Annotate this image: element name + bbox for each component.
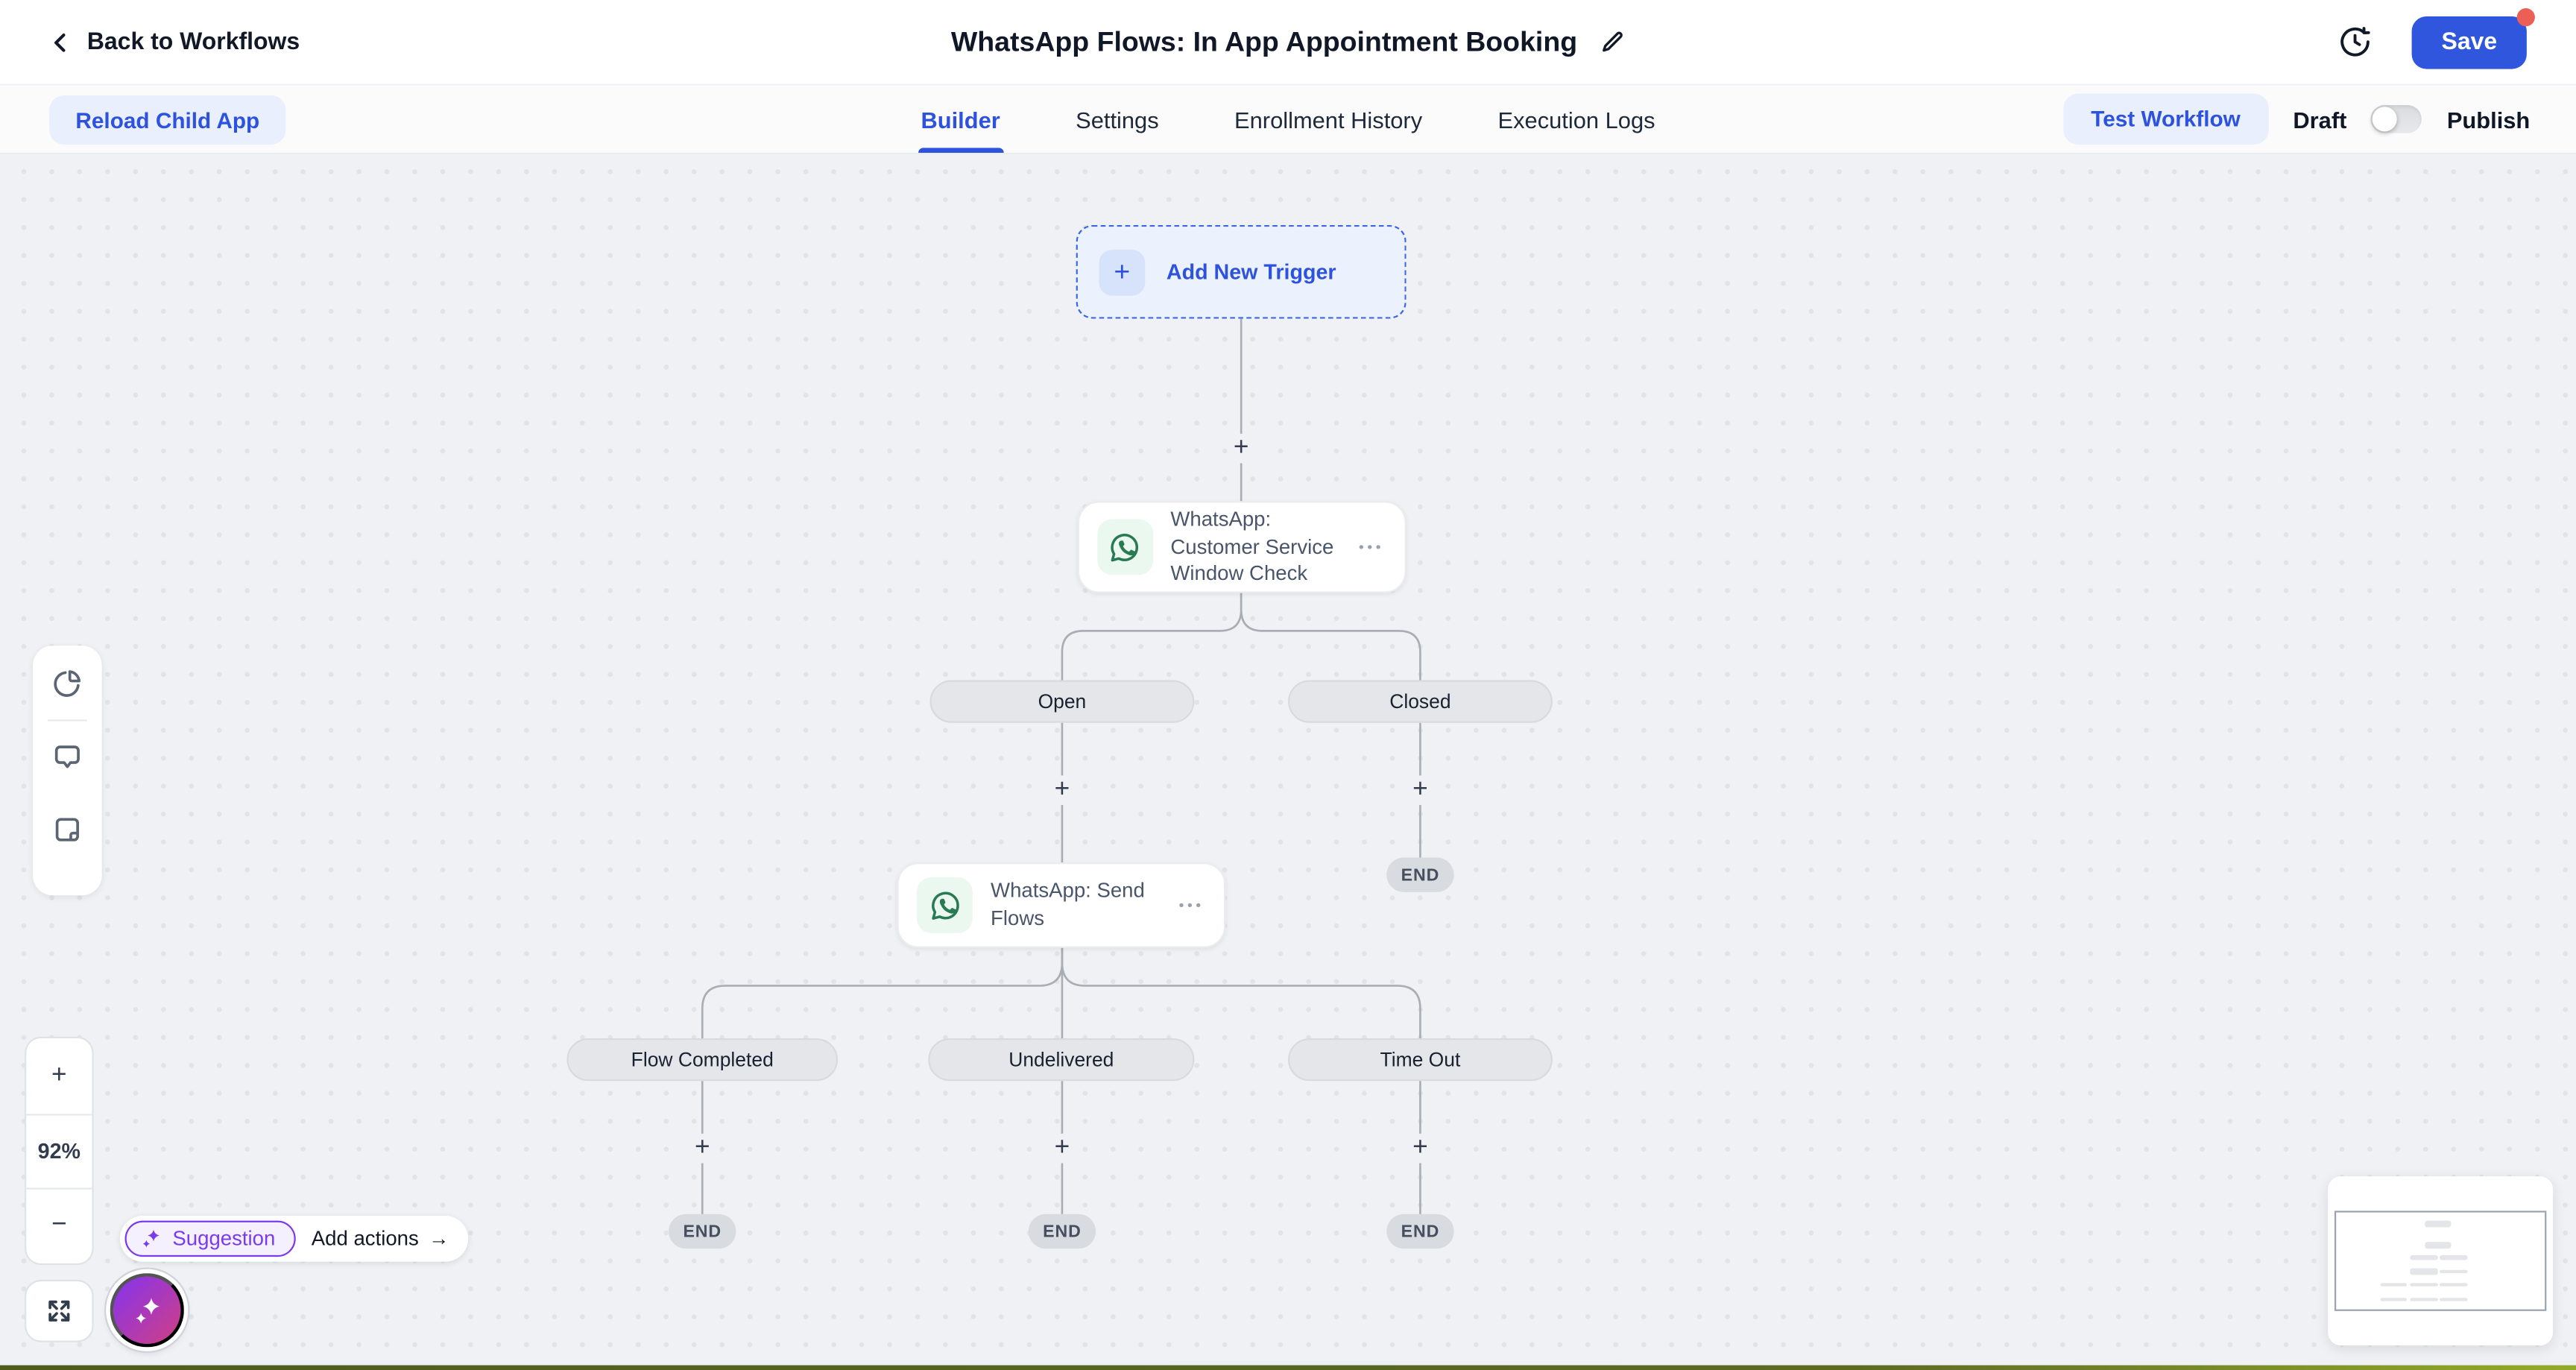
end-node: END (669, 1213, 736, 1249)
minimap-viewport[interactable] (2334, 1210, 2547, 1311)
add-step-button[interactable]: + (1047, 775, 1077, 805)
sticky-note-icon[interactable] (51, 813, 83, 846)
publish-label: Publish (2446, 106, 2531, 133)
title-bar: Back to Workflows WhatsApp Flows: In App… (0, 0, 2576, 86)
arrow-right-icon: → (429, 1227, 449, 1251)
title-bar-actions: Save (2338, 7, 2535, 69)
minimap-node (2410, 1267, 2438, 1275)
zoom-out-button[interactable]: − (26, 1187, 92, 1263)
edit-title-icon[interactable] (1600, 30, 1625, 54)
node-whatsapp-service-window-check[interactable]: WhatsApp: Customer Service Window Check … (1076, 501, 1406, 593)
minimap-node (2425, 1241, 2452, 1249)
end-node: END (1386, 857, 1454, 892)
minimap-node (2440, 1297, 2468, 1301)
zoom-level-indicator: 92% (26, 1113, 92, 1188)
tab-enrollment-history[interactable]: Enrollment History (1231, 86, 1426, 153)
zoom-controls: + 92% − (25, 1036, 94, 1265)
toggle-knob (2373, 107, 2398, 132)
end-node: END (1028, 1213, 1096, 1249)
sparkles-icon (130, 1294, 163, 1327)
secondary-toolbar: Reload Child App Builder Settings Enroll… (0, 85, 2576, 155)
screen-edge-strip (0, 1365, 2576, 1370)
chevron-left-icon (49, 31, 72, 54)
minimap-node (2440, 1282, 2468, 1287)
minimap[interactable] (2328, 1176, 2554, 1346)
tab-settings[interactable]: Settings (1073, 86, 1162, 153)
title-group: WhatsApp Flows: In App Appointment Booki… (0, 25, 2576, 58)
tab-builder[interactable]: Builder (918, 86, 1004, 153)
end-node: END (1386, 1213, 1454, 1249)
node-menu-icon[interactable]: ••• (1358, 538, 1384, 555)
add-step-button[interactable]: + (1226, 433, 1257, 464)
draft-label: Draft (2293, 106, 2347, 133)
suggestion-chip[interactable]: Suggestion (124, 1220, 295, 1257)
whatsapp-icon (1096, 519, 1153, 575)
node-menu-icon[interactable]: ••• (1178, 897, 1205, 914)
back-label: Back to Workflows (86, 28, 300, 55)
publish-controls: Test Workflow Draft Publish (2062, 86, 2531, 153)
version-history-icon[interactable] (2338, 25, 2373, 59)
ai-suggestion-bar: Suggestion Add actions → (119, 1216, 470, 1262)
add-step-button[interactable]: + (687, 1133, 718, 1164)
trigger-label: Add New Trigger (1166, 259, 1336, 285)
active-tab-underline (918, 148, 1004, 153)
minimap-node (2380, 1297, 2407, 1301)
ai-assistant-fab[interactable] (110, 1273, 184, 1348)
branch-pill-closed: Closed (1287, 680, 1553, 723)
minimap-node (2410, 1282, 2438, 1287)
publish-toggle[interactable] (2371, 105, 2422, 133)
add-actions-button[interactable]: Add actions → (311, 1227, 449, 1251)
suggestion-label: Suggestion (172, 1227, 276, 1251)
test-workflow-button[interactable]: Test Workflow (2062, 93, 2269, 145)
comment-icon[interactable] (51, 741, 83, 774)
save-label: Save (2441, 28, 2498, 55)
fullscreen-icon (45, 1296, 75, 1326)
node-title: WhatsApp: Customer Service Window Check (1170, 507, 1334, 586)
node-whatsapp-send-flows[interactable]: WhatsApp: Send Flows ••• (897, 862, 1226, 948)
minimap-node (2425, 1219, 2452, 1228)
page-title: WhatsApp Flows: In App Appointment Booki… (950, 25, 1578, 57)
connector-lines (701, 318, 1421, 1214)
add-step-button[interactable]: + (1405, 1133, 1436, 1164)
branch-pill-time-out: Time Out (1287, 1038, 1553, 1082)
minimap-node (2440, 1254, 2468, 1260)
branch-pill-undelivered: Undelivered (928, 1038, 1195, 1082)
workflow-canvas[interactable]: + Add New Trigger + + + + + + WhatsApp: … (0, 154, 2576, 1370)
add-step-button[interactable]: + (1047, 1133, 1077, 1164)
plus-icon: + (1099, 248, 1146, 295)
sparkles-icon (139, 1227, 162, 1250)
branch-pill-flow-completed: Flow Completed (566, 1038, 839, 1082)
canvas-tool-panel (33, 645, 102, 896)
reload-child-app-button[interactable]: Reload Child App (49, 95, 286, 145)
panel-divider (47, 719, 87, 722)
add-step-button[interactable]: + (1405, 775, 1436, 805)
minimap-node (2410, 1254, 2438, 1260)
zoom-in-button[interactable]: + (26, 1038, 92, 1114)
branch-pill-open: Open (929, 680, 1195, 723)
unsaved-indicator-dot (2516, 7, 2535, 26)
analytics-pie-chart-icon[interactable] (51, 667, 83, 700)
tab-execution-logs[interactable]: Execution Logs (1494, 86, 1658, 153)
back-to-workflows-button[interactable]: Back to Workflows (49, 29, 300, 55)
whatsapp-icon (916, 877, 973, 933)
minimap-node (2380, 1282, 2407, 1287)
add-new-trigger-button[interactable]: + Add New Trigger (1076, 224, 1407, 319)
node-title: WhatsApp: Send Flows (991, 879, 1145, 930)
fullscreen-button[interactable] (25, 1279, 94, 1342)
tab-bar: Builder Settings Enrollment History Exec… (0, 86, 2576, 153)
save-button[interactable]: Save (2411, 7, 2535, 69)
minimap-node (2410, 1297, 2438, 1301)
minimap-node (2440, 1269, 2468, 1274)
